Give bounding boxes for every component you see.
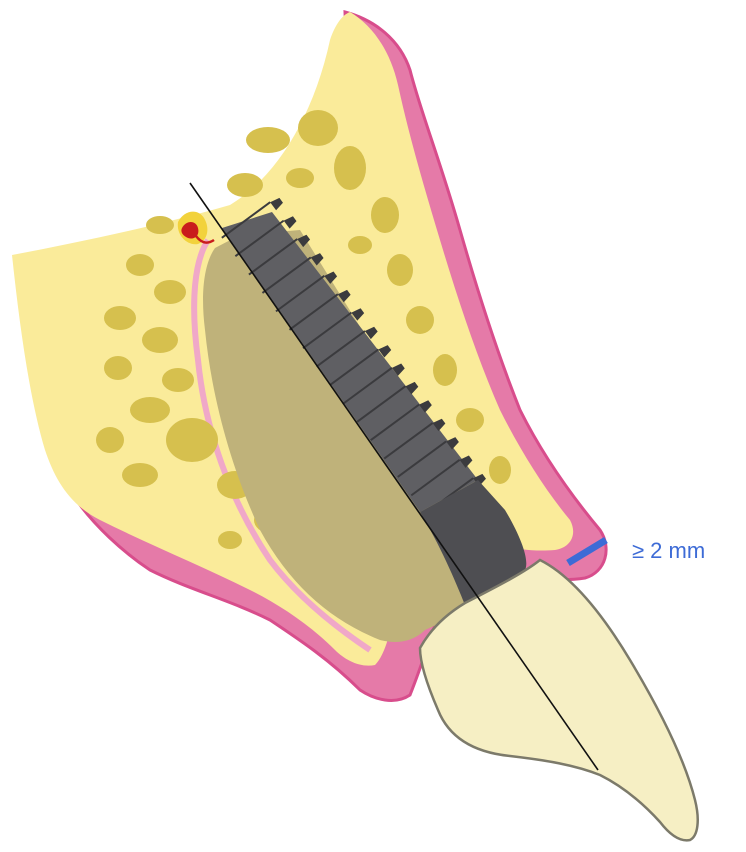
marrow-space	[334, 146, 366, 190]
marrow-space	[122, 463, 158, 487]
marrow-space	[142, 327, 178, 353]
marrow-space	[489, 456, 511, 484]
marrow-space	[218, 531, 242, 549]
marrow-space	[387, 254, 413, 286]
marrow-space	[227, 173, 263, 197]
marrow-space	[371, 197, 399, 233]
thickness-label: ≥ 2 mm	[632, 538, 705, 563]
marrow-space	[130, 397, 170, 423]
marrow-space	[406, 306, 434, 334]
marrow-space	[154, 280, 186, 304]
marrow-space	[433, 354, 457, 386]
marrow-space	[146, 216, 174, 234]
marrow-space	[104, 306, 136, 330]
marrow-space	[166, 418, 218, 462]
marrow-space	[286, 168, 314, 188]
marrow-space	[348, 236, 372, 254]
marrow-space	[104, 356, 132, 380]
marrow-space	[246, 127, 290, 153]
marrow-space	[162, 368, 194, 392]
marrow-space	[456, 408, 484, 432]
marrow-space	[298, 110, 338, 146]
marrow-space	[96, 427, 124, 453]
marrow-space	[126, 254, 154, 276]
